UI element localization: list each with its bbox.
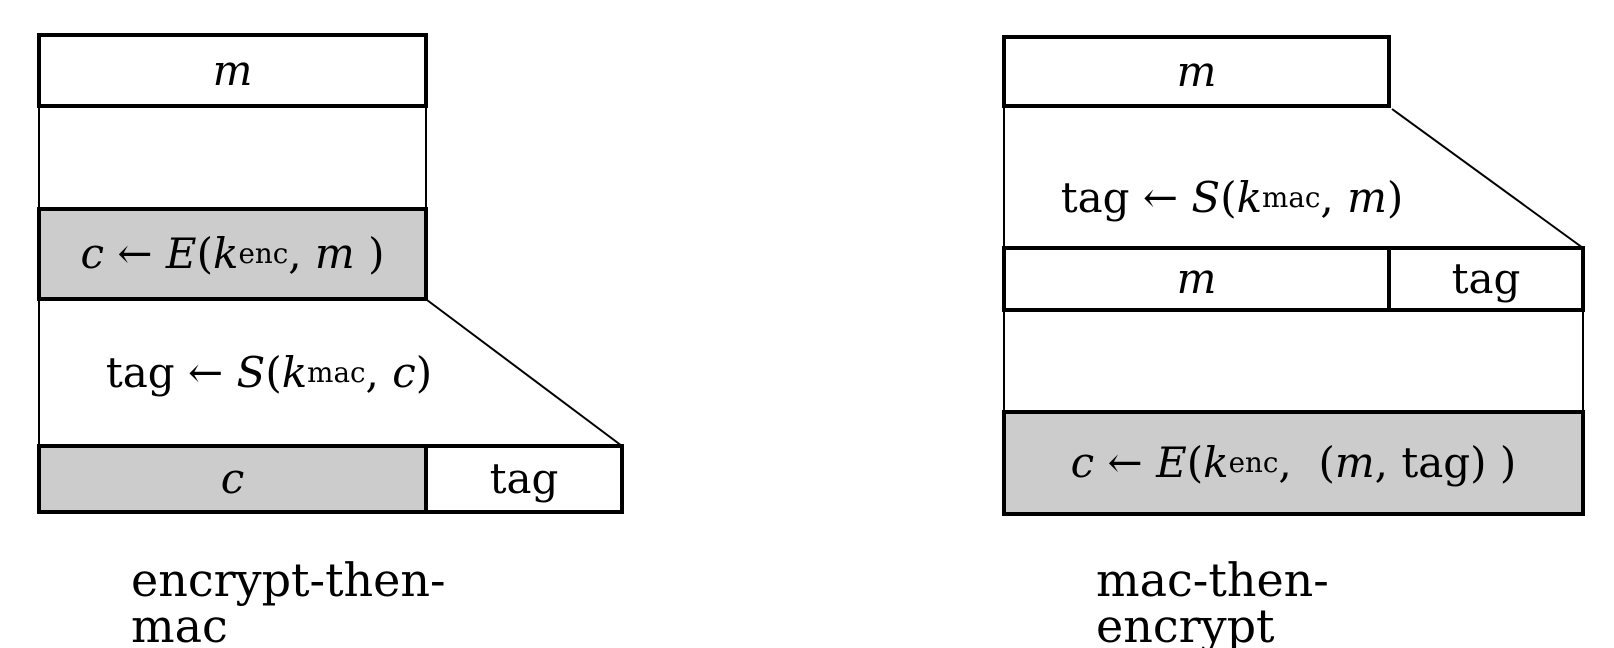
left-diagonal-line bbox=[426, 299, 623, 447]
mte-payload-message-label: m bbox=[1176, 254, 1217, 303]
etm-ciphertext-label: c bbox=[220, 454, 245, 503]
etm-tag-box: tag bbox=[424, 444, 624, 514]
etm-tag-label: tag bbox=[489, 454, 559, 503]
mte-payload-message-box: m bbox=[1002, 246, 1391, 312]
mte-caption: mac-then-encrypt bbox=[1096, 553, 1329, 648]
etm-message-label: m bbox=[212, 45, 253, 95]
etm-ciphertext-box: c bbox=[37, 444, 428, 514]
right-diagonal-line bbox=[1391, 108, 1584, 249]
mte-message-box: m bbox=[1002, 35, 1391, 108]
mte-payload-tag-box: tag bbox=[1387, 246, 1585, 312]
etm-caption: encrypt-then-mac bbox=[131, 553, 446, 648]
mte-message-label: m bbox=[1176, 46, 1217, 96]
etm-message-box: m bbox=[37, 33, 428, 108]
mte-payload-tag-label: tag bbox=[1451, 254, 1521, 303]
